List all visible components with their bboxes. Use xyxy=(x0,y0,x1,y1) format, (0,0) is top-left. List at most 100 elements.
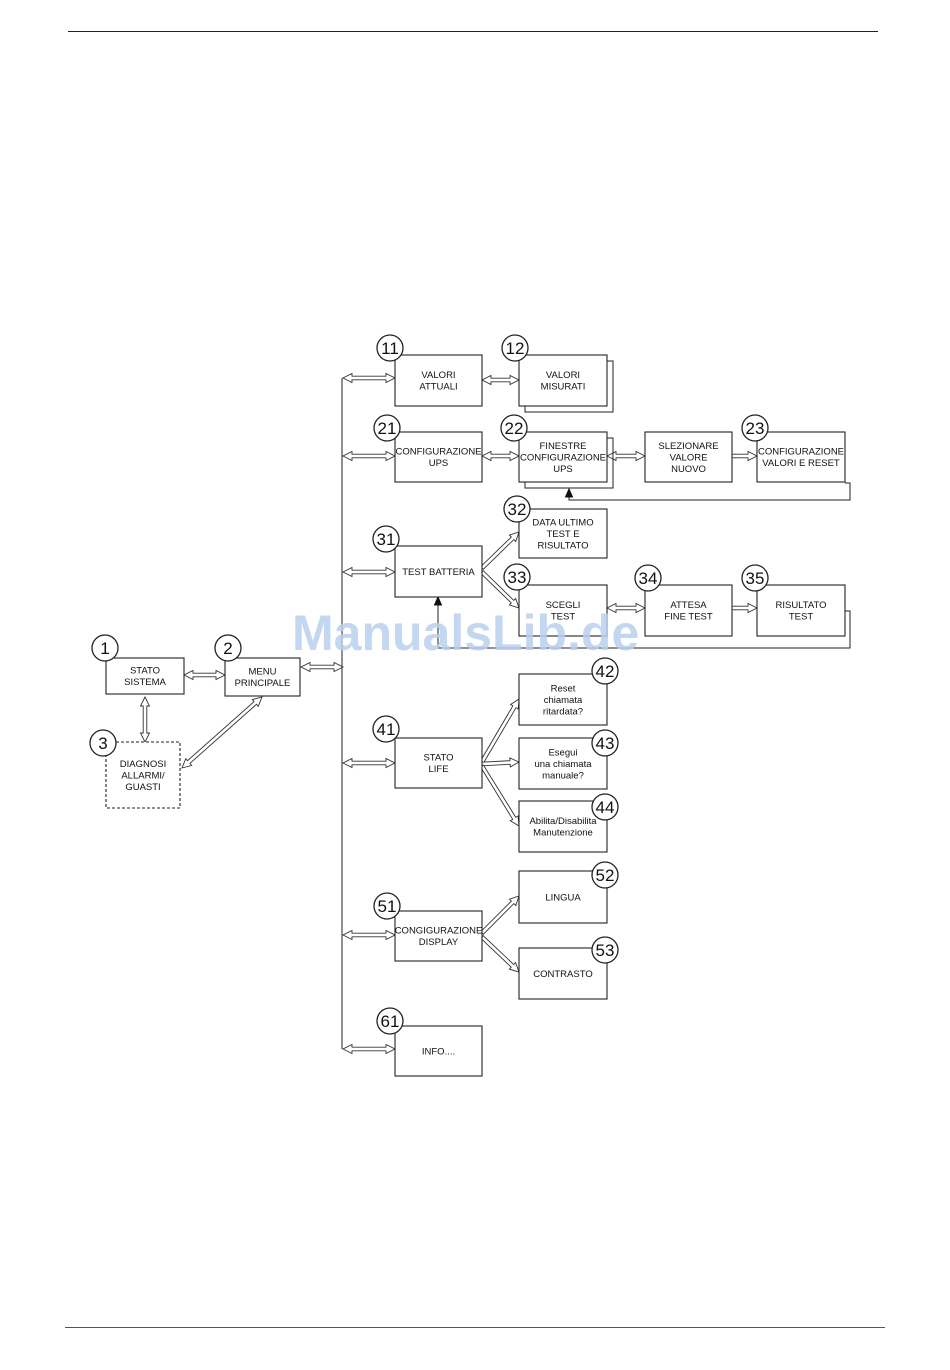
node-n31: TEST BATTERIA 31 xyxy=(372,525,483,598)
arrow xyxy=(182,669,227,681)
node-number: 61 xyxy=(381,1012,400,1031)
node-number-circle xyxy=(500,414,528,442)
arrow xyxy=(341,450,397,462)
arrow xyxy=(480,895,520,935)
node-label: TEST E xyxy=(546,529,579,540)
node-number-circle xyxy=(591,793,619,821)
arrow xyxy=(341,757,397,769)
node-label: SLEZIONARE xyxy=(658,441,718,452)
node-label: CONFIGURAZIONE xyxy=(758,447,844,458)
node-number-circle xyxy=(591,861,619,889)
node-box xyxy=(756,584,846,637)
node-label: CONGIGURAZIONE xyxy=(395,926,483,937)
node-label: Reset xyxy=(551,683,576,694)
node-box xyxy=(394,737,483,789)
node-label: Abilita/Disabilita xyxy=(529,816,597,827)
node-box xyxy=(394,1025,483,1077)
node-number-circle xyxy=(91,634,119,662)
node-box xyxy=(224,657,301,697)
node-label: ritardata? xyxy=(543,706,583,717)
node-number-circle xyxy=(501,334,529,362)
node-number: 12 xyxy=(506,339,525,358)
node-number: 21 xyxy=(378,419,397,438)
node-label: VALORI xyxy=(421,370,455,381)
arrow xyxy=(479,764,520,827)
node-label: UPS xyxy=(553,464,573,475)
node-number: 35 xyxy=(746,569,765,588)
node-box xyxy=(756,431,846,483)
arrow xyxy=(731,602,759,614)
arrow xyxy=(480,570,520,609)
node-label: DATA ULTIMO xyxy=(532,517,593,528)
node-box xyxy=(518,584,608,637)
node-box xyxy=(644,584,733,637)
node-number: 1 xyxy=(100,639,109,658)
node-number-circle xyxy=(373,414,401,442)
node-box xyxy=(518,508,608,559)
node-box xyxy=(394,431,483,483)
arrow xyxy=(731,450,759,462)
arrow xyxy=(479,698,520,764)
node-number-circle xyxy=(214,634,242,662)
node-label: GUASTI xyxy=(125,782,160,793)
node-number: 2 xyxy=(223,639,232,658)
node-label: ATTUALI xyxy=(419,382,457,393)
arrow xyxy=(181,696,263,769)
node-label: TEST BATTERIA xyxy=(402,567,475,578)
node-number-circle xyxy=(503,563,531,591)
node-label: una chiamata xyxy=(534,759,592,770)
node-label: ALLARMI/ xyxy=(121,770,165,781)
node-label: STATO xyxy=(130,666,160,677)
node-box xyxy=(394,910,483,962)
arrow xyxy=(341,566,397,578)
stack-shadow xyxy=(524,360,614,413)
node-number-circle xyxy=(634,564,662,592)
node-label: TEST xyxy=(551,612,575,623)
node-number-circle xyxy=(372,525,400,553)
arrow xyxy=(480,531,520,570)
node-label: DIAGNOSI xyxy=(120,759,166,770)
node-number: 42 xyxy=(596,662,615,681)
arrow-head xyxy=(433,595,443,606)
node-label: Manutenzione xyxy=(533,828,593,839)
node-label: DISPLAY xyxy=(419,937,459,948)
node-label: LINGUA xyxy=(545,892,581,903)
nodes: STATOSISTEMA1MENUPRINCIPALE2DIAGNOSIALLA… xyxy=(89,334,846,1077)
node-number: 43 xyxy=(596,734,615,753)
node-number: 51 xyxy=(378,897,397,916)
node-label: VALORE xyxy=(670,452,708,463)
node-label: CONFIGURAZIONE xyxy=(520,452,606,463)
arrow xyxy=(341,1043,397,1055)
node-label: FINESTRE xyxy=(540,441,587,452)
node-number: 23 xyxy=(746,419,765,438)
node-label: CONFIGURAZIONE xyxy=(395,447,481,458)
node-number-circle xyxy=(376,334,404,362)
node-label: MENU xyxy=(249,667,277,678)
node-label: SISTEMA xyxy=(124,677,166,688)
node-number: 31 xyxy=(377,530,396,549)
arrow xyxy=(480,935,520,973)
node-number-circle xyxy=(591,729,619,757)
arrow xyxy=(480,450,521,462)
arrow xyxy=(481,757,521,768)
node-label: RISULTATO xyxy=(537,540,588,551)
node-label: PRINCIPALE xyxy=(235,678,291,689)
arrow xyxy=(341,929,397,941)
node-label: chiamata xyxy=(544,695,583,706)
node-label: STATO xyxy=(423,753,453,764)
node-label: CONTRASTO xyxy=(533,969,592,980)
